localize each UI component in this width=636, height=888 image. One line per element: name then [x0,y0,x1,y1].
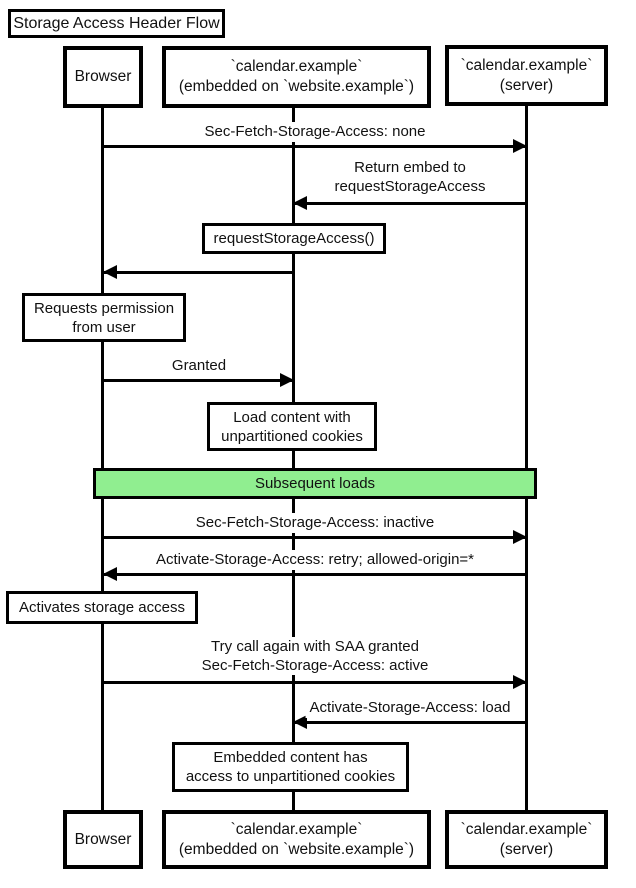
arrowhead-right-icon [513,675,527,689]
arrowhead-left-icon [103,265,117,279]
note-embedded-access: Embedded content has access to unpartiti… [172,742,409,792]
message-arrow-request-storage-access [103,271,294,274]
lifeline-server [525,105,528,810]
arrowhead-right-icon [513,530,527,544]
arrowhead-left-icon [293,715,307,729]
note-load-content: Load content with unpartitioned cookies [207,402,377,451]
message-arrow-activate-retry [103,573,527,576]
message-arrow-sec-fetch-none [103,145,527,148]
participant-server-sub: (server) [499,840,554,858]
arrowhead-right-icon [280,373,294,387]
message-arrow-try-again [103,681,527,684]
message-label-return-embed: Return embed to requestStorageAccess [330,158,490,196]
lifeline-browser [101,108,104,810]
message-arrow-activate-load [294,721,527,724]
participant-embed-name: `calendar.example` [230,58,363,75]
participant-embed-sub: (embedded on `website.example`) [178,78,415,95]
message-label-granted: Granted [167,356,231,376]
arrowhead-left-icon [103,567,117,581]
participant-server-bottom: `calendar.example` (server) [445,810,608,869]
participant-browser-bottom: Browser [63,810,143,869]
message-label-try-again-line1: Try call again with SAA granted [207,637,423,656]
message-label-return-embed-line2: requestStorageAccess [330,177,490,196]
message-arrow-sec-fetch-inactive [103,536,527,539]
participant-embed-sub: (embedded on `website.example`) [178,840,415,858]
participant-browser-top: Browser [63,46,143,108]
message-arrow-granted [103,379,294,382]
message-label-try-again-line2: Sec-Fetch-Storage-Access: active [197,656,433,675]
divider-band: Subsequent loads [93,468,537,499]
participant-embed-name: `calendar.example` [230,820,363,838]
lifeline-embed [292,108,295,810]
participant-embed-top: `calendar.example` (embedded on `website… [162,46,431,108]
participant-server-top: `calendar.example` (server) [445,45,608,106]
message-label-try-again: Try call again with SAA granted Sec-Fetc… [197,637,433,675]
participant-server-sub: (server) [499,76,554,94]
arrowhead-right-icon [513,139,527,153]
note-requests-permission: Requests permission from user [22,293,186,342]
participant-browser-label: Browser [74,68,132,85]
message-label-activate-load: Activate-Storage-Access: load [305,698,515,718]
participant-browser-label: Browser [74,830,132,848]
note-activates-storage-access: Activates storage access [6,591,198,624]
participant-server-name: `calendar.example` [460,56,593,74]
message-label-return-embed-line1: Return embed to [350,158,470,177]
divider-label: Subsequent loads [254,475,376,492]
diagram-title: Storage Access Header Flow [8,9,225,38]
participant-server-name: `calendar.example` [460,820,593,838]
message-label-sec-fetch-none: Sec-Fetch-Storage-Access: none [200,122,430,142]
participant-embed-bottom: `calendar.example` (embedded on `website… [162,810,431,869]
arrowhead-left-icon [293,196,307,210]
message-arrow-return-embed [294,202,527,205]
note-request-storage-access: requestStorageAccess() [202,223,386,254]
message-label-sec-fetch-inactive: Sec-Fetch-Storage-Access: inactive [191,513,439,533]
message-label-activate-retry: Activate-Storage-Access: retry; allowed-… [151,550,479,570]
